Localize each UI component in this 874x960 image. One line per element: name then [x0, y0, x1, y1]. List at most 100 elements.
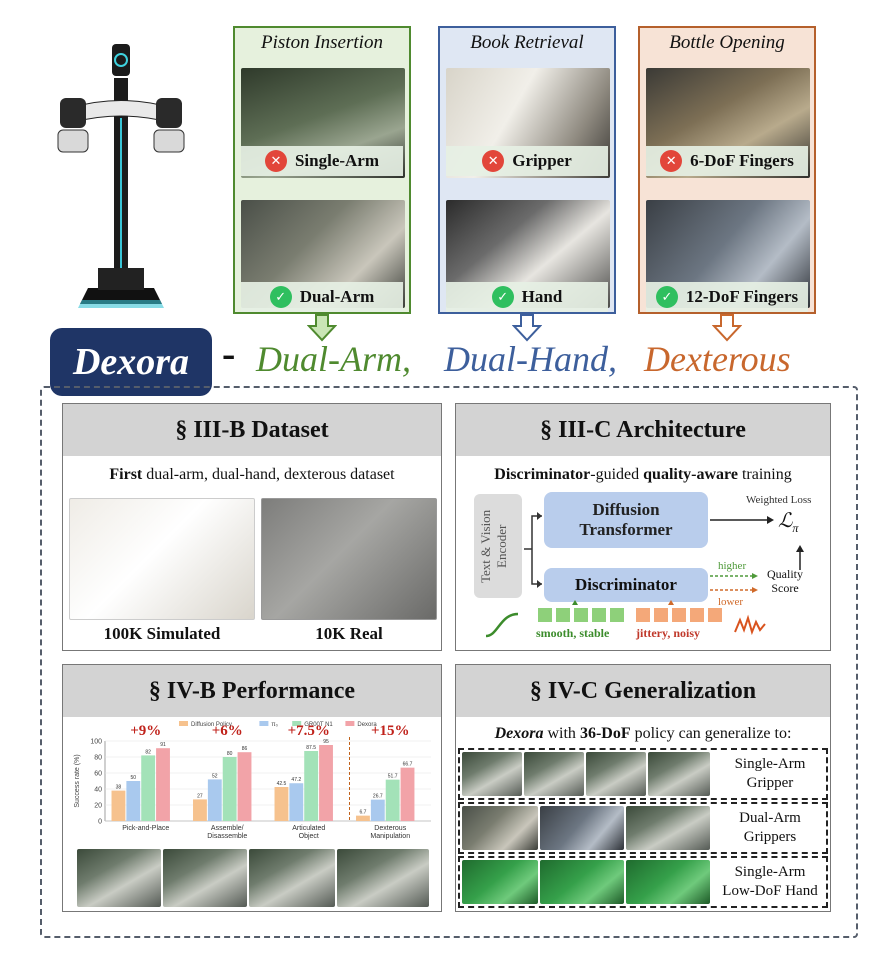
section-title: § III-C Architecture	[456, 404, 830, 456]
fail-label: Single-Arm	[294, 151, 380, 170]
task-panel-bottle: Bottle Opening ✕ 6-DoF Fingers ✓ 12-DoF …	[638, 26, 816, 314]
bar	[141, 755, 156, 821]
y-tick-label: 20	[94, 803, 102, 810]
down-arrow-icon	[712, 314, 742, 342]
bar	[111, 790, 126, 821]
check-circle-icon: ✓	[655, 286, 678, 308]
fail-badge: ✕ Gripper	[446, 146, 608, 176]
x-tick-label: Disassemble	[207, 833, 247, 840]
success-label: 12-DoF Fingers	[685, 287, 799, 306]
diffusion-transformer-box: Diffusion Transformer	[544, 492, 708, 548]
task-title: Piston Insertion	[261, 32, 383, 53]
x-tick-label: Object	[299, 833, 319, 840]
subtitle-bold: First	[109, 466, 143, 483]
tagline-dual-hand: Dual-Hand,	[444, 339, 617, 379]
legend-label: Diffusion Policy	[191, 722, 232, 728]
bar-value-label: 6.7	[359, 810, 366, 816]
generalization-row-2: Dual-Arm Grippers	[458, 802, 828, 854]
gen-photo	[462, 806, 538, 850]
smooth-curve-icon	[485, 612, 519, 638]
section-title: § III-B Dataset	[63, 404, 441, 456]
encoder-label: Text & Vision Encoder	[478, 509, 509, 583]
fail-label: Gripper	[512, 151, 572, 170]
gen-photo	[626, 806, 710, 850]
section-title: § IV-B Performance	[63, 665, 441, 717]
gen-photo	[586, 752, 646, 796]
x-tick-label: Manipulation	[370, 833, 410, 840]
gen-photo	[462, 752, 522, 796]
bar-value-label: 95	[323, 739, 329, 745]
encoder-box: Text & Vision Encoder	[474, 494, 522, 598]
improvement-label: +15%	[371, 723, 410, 739]
legend-swatch	[292, 721, 302, 726]
bar-value-label: 66.7	[403, 762, 413, 768]
loss-subscript: π	[792, 521, 799, 535]
bar-value-label: 86	[242, 746, 248, 752]
fail-badge: ✕ 6-DoF Fingers	[646, 146, 808, 176]
jittery-curve-icon	[734, 614, 766, 636]
tagline-dash: -	[222, 331, 236, 376]
token-up-arrows	[572, 600, 674, 605]
fail-badge: ✕ Single-Arm	[241, 146, 403, 176]
legend-swatch	[345, 721, 355, 726]
bar-value-label: 42.5	[277, 781, 287, 787]
sim-grid-image	[69, 498, 255, 620]
success-badge: ✓ 12-DoF Fingers	[646, 282, 808, 312]
legend-swatch	[259, 721, 269, 726]
improvement-label: +9%	[130, 723, 161, 739]
subtitle-bold-2: 36-DoF	[579, 725, 631, 742]
content-frame	[40, 386, 858, 938]
gen-row-label: Single-Arm Gripper	[734, 756, 806, 791]
subtitle-text-1: -guided	[590, 466, 644, 483]
smooth-tokens	[538, 608, 624, 622]
subtitle-text-1: with	[543, 725, 580, 742]
y-tick-label: 0	[98, 819, 102, 826]
robot-illustration	[50, 38, 190, 313]
sim-label: 100K Simulated	[103, 624, 221, 643]
bar-value-label: 47.2	[291, 777, 301, 783]
bar	[356, 815, 370, 821]
improvement-label: +6%	[212, 723, 243, 739]
gen-photo	[540, 860, 624, 904]
bar-value-label: 50	[131, 775, 137, 781]
dexora-name: Dexora	[72, 341, 190, 383]
bar	[370, 799, 385, 821]
discriminator-label: Discriminator	[575, 575, 677, 594]
y-tick-label: 100	[90, 739, 102, 746]
gen-photo	[462, 860, 538, 904]
bar	[156, 748, 170, 821]
bar-value-label: 80	[227, 751, 233, 757]
bar-value-label: 87.5	[306, 745, 316, 751]
section-title: § IV-C Generalization	[456, 665, 830, 717]
bar	[207, 779, 222, 821]
gen-row-label: Dual-Arm Grippers	[739, 810, 801, 845]
loss-symbol: ℒπ	[778, 508, 798, 536]
performance-photo-2	[163, 849, 247, 907]
bar	[222, 757, 237, 821]
performance-photo-4	[337, 849, 429, 907]
x-circle-icon: ✕	[660, 150, 683, 172]
performance-photo-1	[77, 849, 161, 907]
section-subtitle: First dual-arm, dual-hand, dexterous dat…	[63, 466, 441, 484]
check-circle-icon: ✓	[269, 286, 292, 308]
y-tick-label: 80	[94, 755, 102, 762]
bar	[319, 745, 333, 821]
gen-photo	[648, 752, 710, 796]
legend-label: GR00T N1	[304, 722, 333, 728]
bar-value-label: 82	[145, 749, 151, 755]
x-tick-label: Assemble/	[211, 825, 244, 832]
gen-row-label: Single-Arm Low-DoF Hand	[722, 864, 818, 899]
subtitle-rest: dual-arm, dual-hand, dexterous dataset	[142, 466, 395, 483]
architecture-section: § III-C Architecture Discriminator -guide…	[455, 403, 831, 651]
real-grid-image	[261, 498, 437, 620]
tagline-dexterous: Dexterous	[644, 339, 791, 379]
bar	[237, 752, 252, 821]
success-label: Hand	[521, 287, 563, 306]
fail-label: 6-DoF Fingers	[690, 151, 794, 170]
x-tick-label: Pick-and-Place	[122, 825, 169, 832]
task-panel-piston: Piston Insertion ✕ Single-Arm ✓ Dual-Arm	[233, 26, 411, 314]
subtitle-text-2: policy can generalize to:	[630, 725, 792, 742]
performance-photo-3	[249, 849, 335, 907]
x-tick-label: Dexterous	[374, 825, 406, 832]
